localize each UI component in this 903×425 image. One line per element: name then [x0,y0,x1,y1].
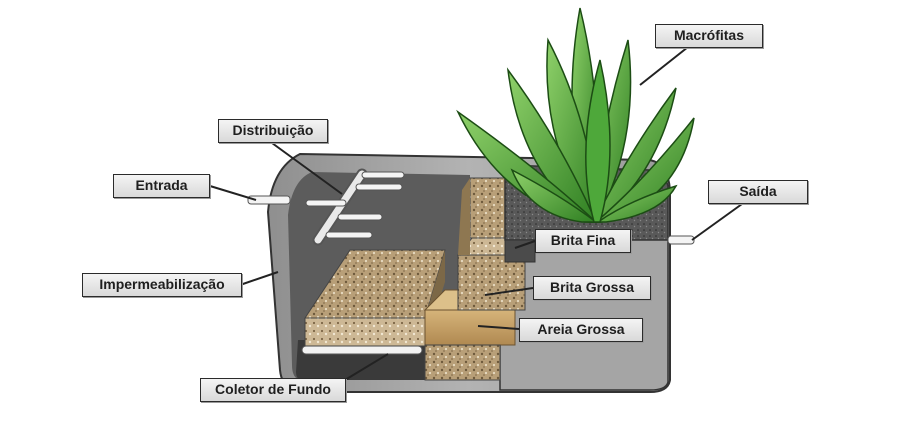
macrofita-plant [456,7,695,223]
leader-lines [209,46,743,381]
fine-gravel-step [504,239,536,263]
coletor-pipe [301,345,423,355]
distribuicao-branch-5 [325,231,373,239]
saida-pipe [667,235,695,245]
label-impermeabilizacao: Impermeabilização [82,273,242,297]
label-entrada: Entrada [113,174,210,198]
leader-brita-fina [514,240,536,249]
label-macrofitas: Macrófitas [655,24,763,48]
leader-brita-grossa [484,287,534,296]
label-saida: Saída [708,180,808,204]
distribuicao-branch-3 [305,199,347,207]
leaf [595,184,678,223]
leaf [510,168,599,223]
label-areia-grossa: Areia Grossa [519,318,643,342]
gravel-slab [304,249,446,347]
distribuicao-branch-1 [361,171,405,179]
leader-areia-grossa [477,325,520,330]
leaf [585,59,611,223]
distribuicao-branch-4 [337,213,383,221]
label-coletor-de-fundo: Coletor de Fundo [200,378,346,402]
leader-impermeabilizacao [239,271,279,286]
gravel-step-front [457,254,526,311]
gravel-upper-side [458,178,470,255]
leader-distribuicao [271,142,343,195]
gravel-under-sand [424,344,501,381]
leader-macrofitas [639,46,689,86]
pipes [247,168,695,246]
distribuicao-branch-2 [355,183,403,191]
label-distribuicao: Distribuição [218,119,328,143]
label-brita-fina: Brita Fina [535,229,631,253]
leader-entrada [209,185,257,201]
entrada-pipe [247,195,291,205]
distribuicao-main-pipe-highlight [314,170,366,244]
gravel-upper-front [469,177,506,239]
leader-coletor-de-fundo [344,353,389,381]
gravel-slab-front [304,317,426,347]
label-brita-grossa: Brita Grossa [533,276,651,300]
leader-saida [691,203,743,241]
